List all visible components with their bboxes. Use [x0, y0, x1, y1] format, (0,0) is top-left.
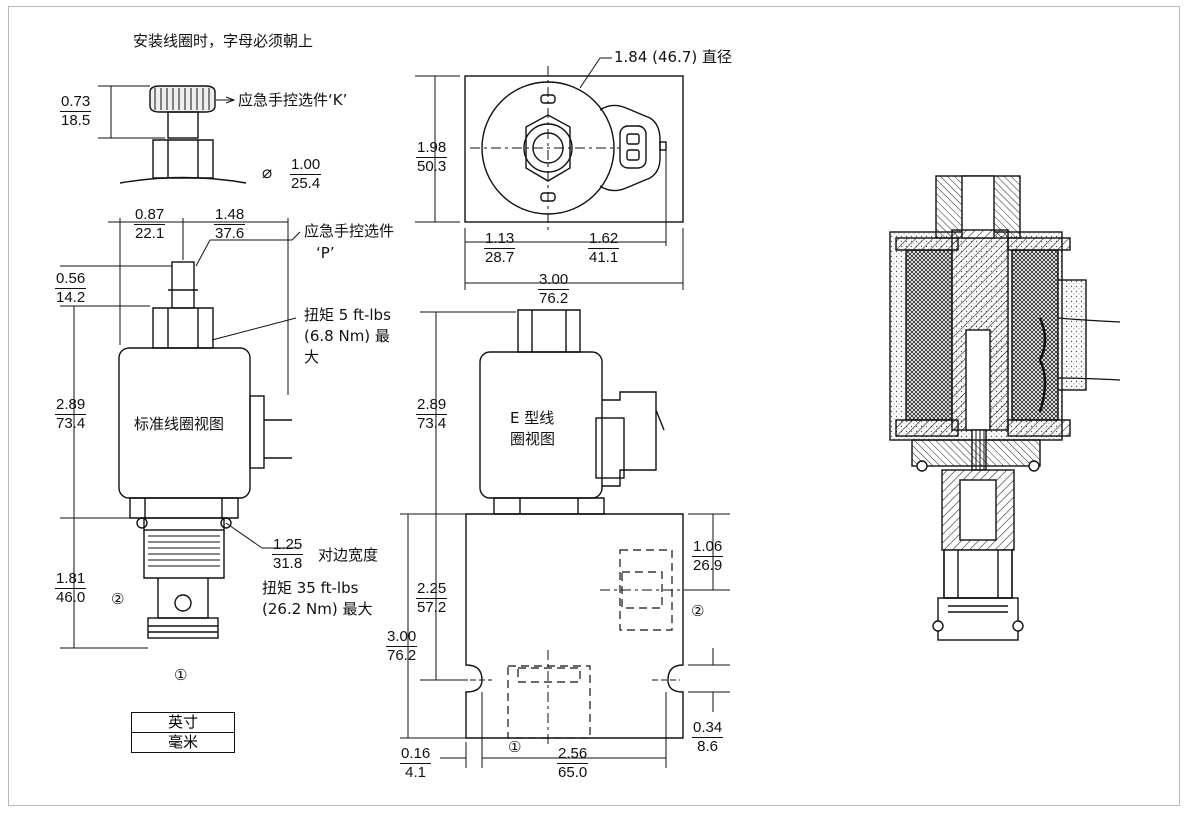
e-coil-label-line1: E 型线	[510, 409, 555, 427]
e-coil-valve	[465, 309, 690, 748]
body-torque-line1: 扭矩 35 ft-lbs	[262, 579, 359, 597]
coil-torque-line1: 扭矩 5 ft-lbs	[304, 306, 391, 324]
port-1-left: ①	[174, 666, 188, 684]
body-torque-line2: (26.2 Nm) 最大	[262, 600, 373, 618]
e-coil-label-line2: 圈视图	[510, 430, 556, 448]
standard-coil-label: 标准线圈视图	[134, 415, 225, 433]
hex-label: 对边宽度	[318, 546, 379, 564]
port-2-left: ②	[111, 590, 125, 608]
legend-mm: 毫米	[167, 733, 198, 751]
manual-override-p-code: ‘P’	[316, 244, 335, 262]
coil-torque-line3: 大	[304, 348, 320, 366]
manual-override-p-label: 应急手控选件	[304, 222, 395, 240]
manual-override-k-label: 应急手控选件‘K’	[238, 91, 348, 109]
coil-torque-line2: (6.8 Nm) 最	[304, 327, 390, 345]
port-2-right: ②	[691, 602, 705, 620]
diameter-note: 1.84 (46.7) 直径	[614, 48, 733, 66]
port-1-right: ①	[508, 738, 522, 756]
legend-inch: 英寸	[132, 713, 234, 733]
install-note: 安装线圈时，字母必须朝上	[133, 32, 314, 50]
section-view	[889, 175, 1121, 641]
standard-coil-valve	[118, 261, 300, 639]
top-view	[464, 66, 684, 232]
diameter-symbol: ⌀	[262, 163, 273, 183]
manual-override-k	[119, 85, 247, 184]
units-legend: 英寸 毫米	[131, 712, 235, 753]
